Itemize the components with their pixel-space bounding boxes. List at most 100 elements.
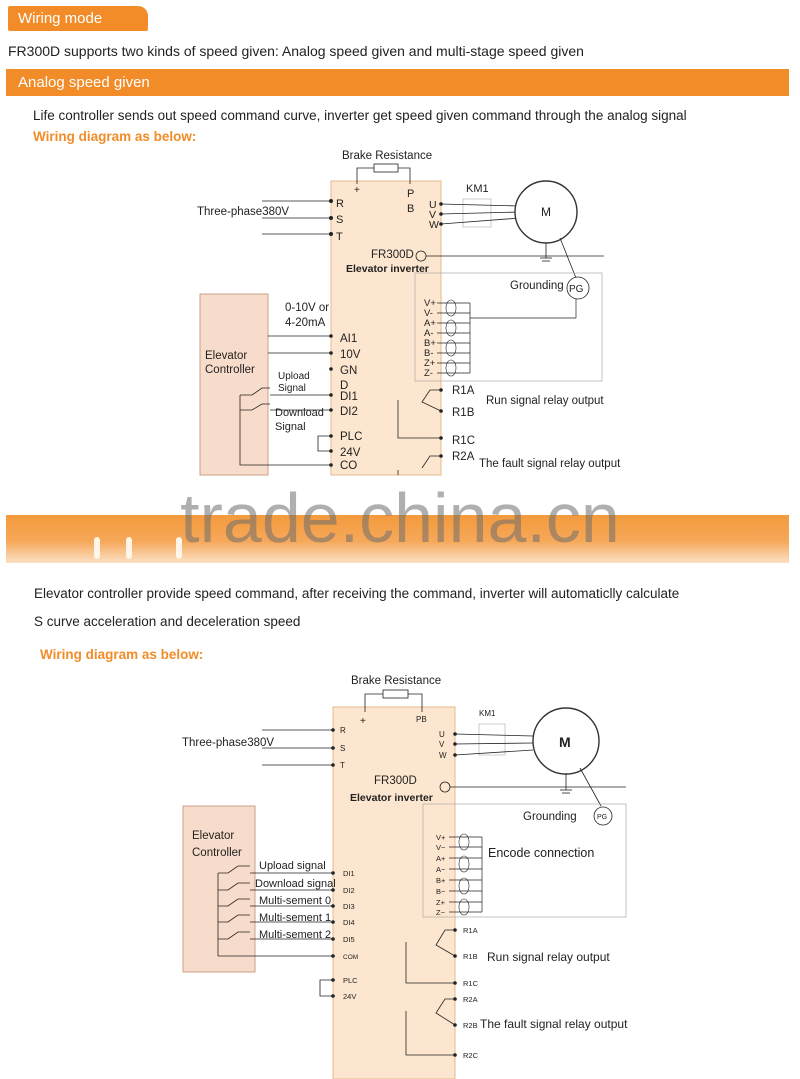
multistage-wiring-diagram: Brake Resistance + PB Three-phase380V R … [182,675,628,1079]
svg-text:Multi-sement 2: Multi-sement 2 [259,929,331,941]
inverter-box [330,180,442,476]
svg-text:Download signal: Download signal [255,878,336,890]
controller-label-2a: Elevator [192,830,234,842]
r2a-terminal-2: R2A [463,995,478,1004]
download-label-2: Signal [275,421,306,433]
intro-text: FR300D supports two kinds of speed given… [8,43,584,59]
r-terminal-2: R [340,726,346,735]
t-terminal-2: T [340,761,345,770]
fault-relay-label: The fault signal relay output [479,458,621,470]
svg-text:V−: V− [436,843,446,852]
svg-text:Upload signal: Upload signal [259,860,326,872]
v-terminal: V [429,209,436,221]
inverter-box-2 [332,706,456,1079]
svg-text:V+: V+ [424,298,436,309]
wiring-mode-badge: Wiring mode [8,6,148,31]
controller-label-1: Elevator [205,350,247,362]
brake-resistance-label-2: Brake Resistance [351,675,441,687]
b-terminal: B [407,203,414,215]
r1b-terminal: R1B [452,407,475,419]
multistage-description-2: S curve acceleration and deceleration sp… [34,614,301,629]
pg-label-2: PG [597,814,607,821]
svg-text:Z+: Z+ [424,358,436,369]
r1a-terminal-2: R1A [463,926,478,935]
pb-terminal: PB [416,715,427,724]
svg-text:Multi-sement 1: Multi-sement 1 [259,912,331,924]
elevator-controller-box [199,293,269,476]
d-terminal: D [340,380,348,392]
run-relay-label: Run signal relay output [486,395,604,407]
ai1-terminal: AI1 [340,333,357,345]
three-phase-label-2: Three-phase380V [182,737,274,749]
p-terminal: P [407,188,414,200]
fault-relay-label-2: The fault signal relay output [480,1017,628,1031]
pg-circle [566,276,590,300]
v-terminal-2: V [439,740,445,749]
r1c-terminal: R1C [452,435,475,447]
inverter-label: Elevator inverter [346,263,429,275]
motor-label-2: M [559,734,571,750]
24v-terminal: 24V [340,447,361,459]
elevator-controller-box-2 [182,805,256,973]
svg-text:DI4: DI4 [343,918,355,927]
plc-terminal: PLC [340,431,362,443]
svg-text:A−: A− [436,865,446,874]
upload-label-1: Upload [278,371,310,382]
encoder-pins: V+ V- A+ A- B+ B- Z+ Z- [424,298,436,379]
t-terminal: T [336,231,343,243]
svg-text:V-: V- [424,308,433,319]
inverter-label-2: Elevator inverter [350,792,433,804]
gn-terminal: GN [340,365,357,377]
10v-terminal: 10V [340,349,361,361]
u-terminal: U [429,199,437,211]
encoder-pins-2: V+ V− A+ A− B+ B− Z+ Z− [436,833,446,917]
svg-text:DI1: DI1 [343,869,355,878]
controller-label-2: Controller [205,364,255,376]
run-relay-label-2: Run signal relay output [487,950,610,964]
km1-label-2: KM1 [479,709,496,718]
s-terminal: S [336,214,343,226]
w-terminal: W [429,219,439,231]
di-terminals: DI1 DI2 DI3 DI4 DI5 [343,869,355,944]
r1a-terminal: R1A [452,385,475,397]
analog-speed-bar: Analog speed given [6,69,789,96]
svg-text:Z−: Z− [436,908,446,917]
com-terminal: COM [343,954,358,961]
km1-label: KM1 [466,183,489,195]
svg-text:A-: A- [424,328,434,339]
r2b-terminal-2: R2B [463,1021,478,1030]
svg-text:B+: B+ [424,338,436,349]
svg-text:DI5: DI5 [343,935,355,944]
plus-terminal: + [354,185,360,196]
upload-label-2: Signal [278,383,306,394]
controller-label-2b: Controller [192,847,242,859]
r2a-terminal: R2A [452,451,475,463]
svg-text:A+: A+ [424,318,436,329]
svg-text:DI3: DI3 [343,902,355,911]
svg-text:V+: V+ [436,833,446,842]
plus-terminal-2: + [360,716,366,727]
grounding-label: Grounding [510,280,564,292]
motor-label: M [541,205,551,219]
analog-range-2: 4-20mA [285,317,326,329]
s-terminal-2: S [340,744,345,753]
svg-text:DI2: DI2 [343,886,355,895]
svg-text:B-: B- [424,348,434,359]
analog-description: Life controller sends out speed command … [33,108,687,123]
r2c-terminal-2: R2C [463,1051,479,1060]
model-label: FR300D [371,249,414,261]
grounding-label-2: Grounding [523,811,577,823]
multistage-description-1: Elevator controller provide speed comman… [34,586,680,601]
brake-resistance-label: Brake Resistance [342,150,432,162]
u-terminal-2: U [439,730,445,739]
svg-text:Z+: Z+ [436,898,446,907]
three-phase-label: Three-phase380V [197,206,289,218]
pg-circle-2 [593,806,613,826]
svg-text:Multi-sement 0: Multi-sement 0 [259,895,331,907]
svg-text:B−: B− [436,887,446,896]
divider-band [6,515,789,563]
download-label-1: Download [275,407,324,419]
pg-label: PG [569,284,584,295]
svg-text:B+: B+ [436,876,446,885]
di2-terminal: DI2 [340,406,358,418]
